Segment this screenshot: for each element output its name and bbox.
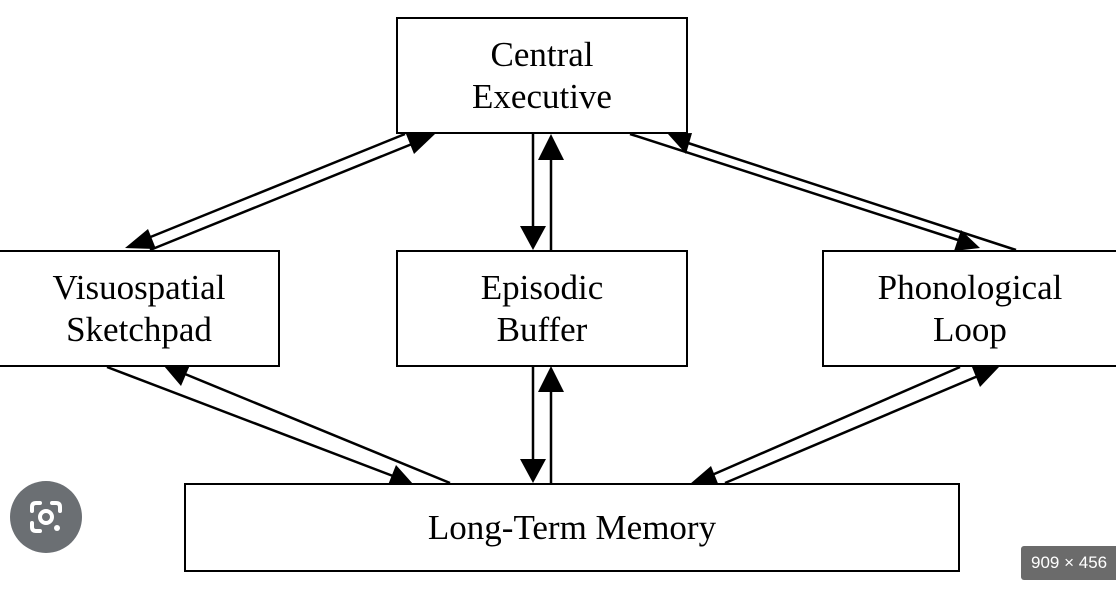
arrow-pl-to-ce <box>668 133 1017 252</box>
arrow-ltm-to-vs <box>164 365 451 485</box>
long-term-memory-label: Long-Term Memory <box>427 507 717 547</box>
episodic-buffer-box: Episodic Buffer <box>396 250 688 367</box>
google-lens-icon <box>30 501 62 533</box>
central-executive-box: Central Executive <box>396 17 688 134</box>
arrow-ce-to-vs <box>125 132 406 249</box>
central-executive-label-line1: Central <box>490 34 594 74</box>
central-executive-label-line2: Executive <box>472 76 612 116</box>
phonological-loop-box: Phonological Loop <box>822 250 1116 367</box>
google-lens-button[interactable] <box>10 481 82 553</box>
arrow-ce-to-pl <box>629 132 980 251</box>
arrow-ltm-to-pl <box>724 367 999 485</box>
image-dimensions-badge: 909 × 456 <box>1021 546 1116 580</box>
visuospatial-sketchpad-box: Visuospatial Sketchpad <box>0 250 280 367</box>
arrow-eb-to-ltm <box>520 367 546 483</box>
long-term-memory-box: Long-Term Memory <box>184 483 960 572</box>
arrow-eb-to-ce <box>538 134 564 250</box>
visuospatial-sketchpad-label-line1: Visuospatial <box>52 267 226 307</box>
arrow-ltm-to-eb <box>538 366 564 483</box>
phonological-loop-label-line1: Phonological <box>877 267 1063 307</box>
arrow-vs-to-ce <box>149 134 435 252</box>
arrow-pl-to-ltm <box>690 365 961 486</box>
episodic-buffer-label-line1: Episodic <box>480 267 604 307</box>
arrow-ce-to-eb <box>520 134 546 250</box>
episodic-buffer-label-line2: Buffer <box>496 309 588 349</box>
phonological-loop-label-line2: Loop <box>933 309 1007 349</box>
arrow-vs-to-ltm <box>106 365 413 485</box>
visuospatial-sketchpad-label-line2: Sketchpad <box>66 309 212 349</box>
